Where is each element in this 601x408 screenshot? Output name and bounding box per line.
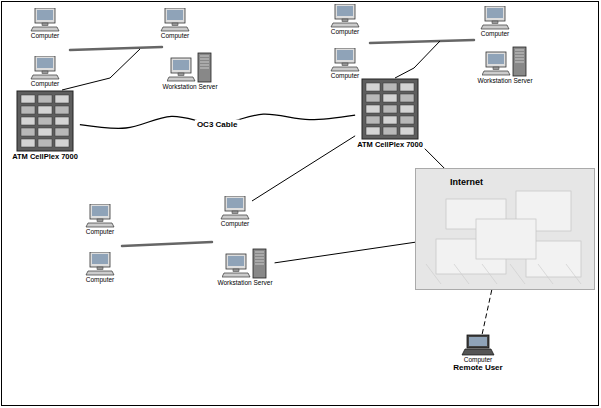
pc-icon xyxy=(85,204,115,228)
hub-link xyxy=(62,49,140,90)
server-icon xyxy=(222,248,268,279)
network-link xyxy=(425,149,444,168)
pc-icon xyxy=(30,8,60,32)
laptop-icon xyxy=(461,334,495,356)
pc-icon xyxy=(220,196,250,220)
device-label: Computer xyxy=(478,30,512,37)
device-label: ATM CellPlex 7000 xyxy=(355,141,425,150)
atm-icon xyxy=(361,78,419,140)
device-node: Computer xyxy=(478,6,512,37)
network-link xyxy=(482,290,492,334)
device-node: Workstation Server xyxy=(215,248,274,286)
server-icon xyxy=(482,46,528,77)
device-node: Workstation Server xyxy=(160,52,219,90)
device-node: Computer xyxy=(328,48,362,79)
hub-link xyxy=(395,41,440,78)
hub-bar xyxy=(370,40,474,43)
device-node: ComputerRemote User xyxy=(451,334,504,373)
oc3-cable xyxy=(80,114,355,128)
device-label: Workstation Server xyxy=(160,83,219,90)
device-label: Computer xyxy=(28,80,62,87)
cable-label: OC3 Cable xyxy=(195,119,239,128)
device-label: Computer xyxy=(218,220,252,227)
device-label: Workstation Server xyxy=(475,77,534,84)
map-texture xyxy=(416,169,594,289)
device-node: Computer xyxy=(158,8,192,39)
device-node: Computer xyxy=(28,56,62,87)
server-icon xyxy=(167,52,213,83)
cloud-region: Internet xyxy=(415,168,595,290)
network-link xyxy=(275,242,415,263)
hub-bar xyxy=(70,47,162,50)
pc-icon xyxy=(480,6,510,30)
device-node: ATM CellPlex 7000 xyxy=(355,78,425,150)
device-node: Computer xyxy=(83,252,117,283)
device-node: Workstation Server xyxy=(475,46,534,84)
device-node: Computer xyxy=(83,204,117,235)
device-node: Computer xyxy=(328,4,362,35)
device-label: Computer xyxy=(328,72,362,79)
network-link xyxy=(252,136,355,201)
device-label: ATM CellPlex 7000 xyxy=(10,153,80,162)
device-label: Computer xyxy=(158,32,192,39)
device-label: Computer xyxy=(328,28,362,35)
atm-icon xyxy=(16,90,74,152)
device-node: Computer xyxy=(28,8,62,39)
region-label: Internet xyxy=(450,177,594,187)
device-label: Workstation Server xyxy=(215,279,274,286)
device-label: Computer xyxy=(83,276,117,283)
device-label: Computer xyxy=(83,228,117,235)
device-node: ATM CellPlex 7000 xyxy=(10,90,80,162)
device-label: Remote User xyxy=(451,363,504,372)
pc-icon xyxy=(330,48,360,72)
device-node: Computer xyxy=(218,196,252,227)
hub-bar xyxy=(122,242,212,246)
pc-icon xyxy=(30,56,60,80)
device-label: Computer xyxy=(28,32,62,39)
pc-icon xyxy=(160,8,190,32)
pc-icon xyxy=(330,4,360,28)
device-label: Computer xyxy=(451,356,504,363)
pc-icon xyxy=(85,252,115,276)
